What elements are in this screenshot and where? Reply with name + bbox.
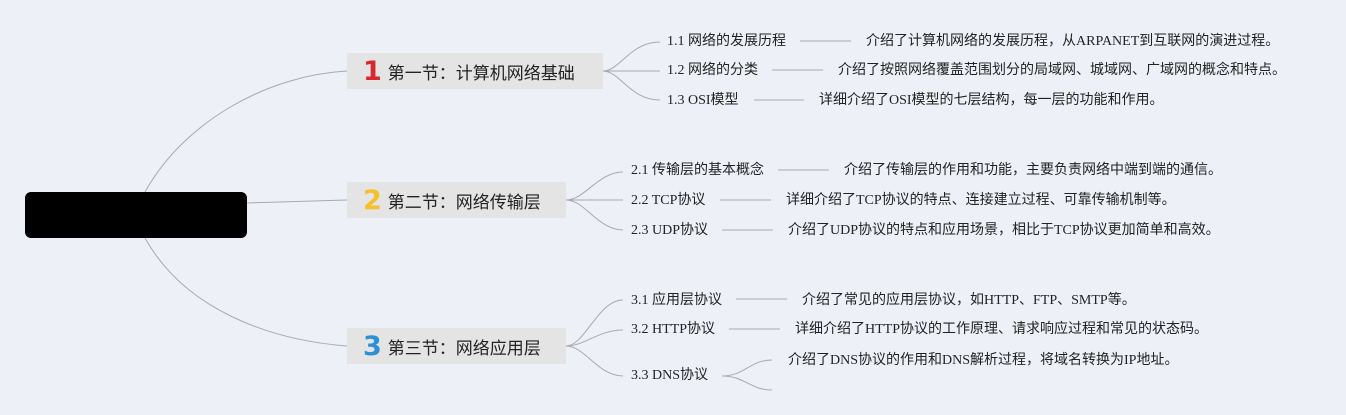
connector-root-section-3 bbox=[144, 237, 348, 347]
description-3-1: 介绍了常见的应用层协议，如HTTP、FTP、SMTP等。 bbox=[802, 293, 1136, 308]
subtopic-1-1[interactable]: 1.1 网络的发展历程 bbox=[667, 34, 786, 49]
connector-s2-3 bbox=[565, 199, 624, 231]
subtopic-1-2[interactable]: 1.2 网络的分类 bbox=[667, 63, 758, 78]
subtopic-2-2[interactable]: 2.2 TCP协议 bbox=[631, 193, 706, 208]
description-3-2: 详细介绍了HTTP协议的工作原理、请求响应过程和常见的状态码。 bbox=[795, 322, 1208, 337]
section-number-3: 3 bbox=[363, 330, 382, 362]
section-node-2[interactable]: 2 第二节：网络传输层 bbox=[347, 182, 566, 218]
description-1-3: 详细介绍了OSI模型的七层结构，每一层的功能和作用。 bbox=[819, 93, 1164, 108]
description-2-2: 详细介绍了TCP协议的特点、连接建立过程、可靠传输机制等。 bbox=[786, 193, 1176, 208]
subtopic-2-3[interactable]: 2.3 UDP协议 bbox=[631, 223, 709, 238]
subtopic-3-2[interactable]: 3.2 HTTP协议 bbox=[631, 322, 715, 337]
connector-s1-1 bbox=[602, 41, 661, 72]
subtopic-1-3[interactable]: 1.3 OSI模型 bbox=[667, 93, 739, 108]
section-title-3: 第三节：网络应用层 bbox=[387, 338, 541, 359]
section-number-1: 1 bbox=[363, 55, 382, 87]
section-number-2: 2 bbox=[363, 184, 382, 216]
connector-root-section-2 bbox=[246, 199, 348, 204]
description-3-3: 介绍了DNS协议的作用和DNS解析过程，将域名转换为IP地址。 bbox=[788, 353, 1179, 368]
subtopic-3-1[interactable]: 3.1 应用层协议 bbox=[631, 293, 722, 308]
section-title-1: 第一节：计算机网络基础 bbox=[387, 63, 575, 84]
connector-s3-3-split-bottom bbox=[721, 375, 773, 391]
connector-root-section-1 bbox=[144, 70, 348, 193]
connector-s1-3 bbox=[602, 70, 661, 101]
section-node-1[interactable]: 1 第一节：计算机网络基础 bbox=[347, 53, 603, 89]
connector-s2-1 bbox=[565, 171, 624, 201]
subtopic-2-1[interactable]: 2.1 传输层的基本概念 bbox=[631, 163, 764, 178]
connector-s3-2 bbox=[565, 329, 624, 347]
section-title-2: 第二节：网络传输层 bbox=[387, 192, 541, 213]
description-1-2: 介绍了按照网络覆盖范围划分的局域网、城域网、广域网的概念和特点。 bbox=[838, 63, 1286, 78]
root-node[interactable] bbox=[25, 192, 247, 238]
description-2-1: 介绍了传输层的作用和功能，主要负责网络中端到端的通信。 bbox=[844, 163, 1222, 178]
connector-s3-1 bbox=[565, 299, 624, 347]
connector-s3-3-split-top bbox=[721, 359, 773, 377]
subtopic-3-3[interactable]: 3.3 DNS协议 bbox=[631, 368, 709, 383]
connector-s3-3 bbox=[565, 345, 624, 377]
description-2-3: 介绍了UDP协议的特点和应用场景，相比于TCP协议更加简单和高效。 bbox=[788, 223, 1220, 238]
section-node-3[interactable]: 3 第三节：网络应用层 bbox=[347, 328, 566, 364]
description-1-1: 介绍了计算机网络的发展历程，从ARPANET到互联网的演进过程。 bbox=[866, 34, 1280, 49]
